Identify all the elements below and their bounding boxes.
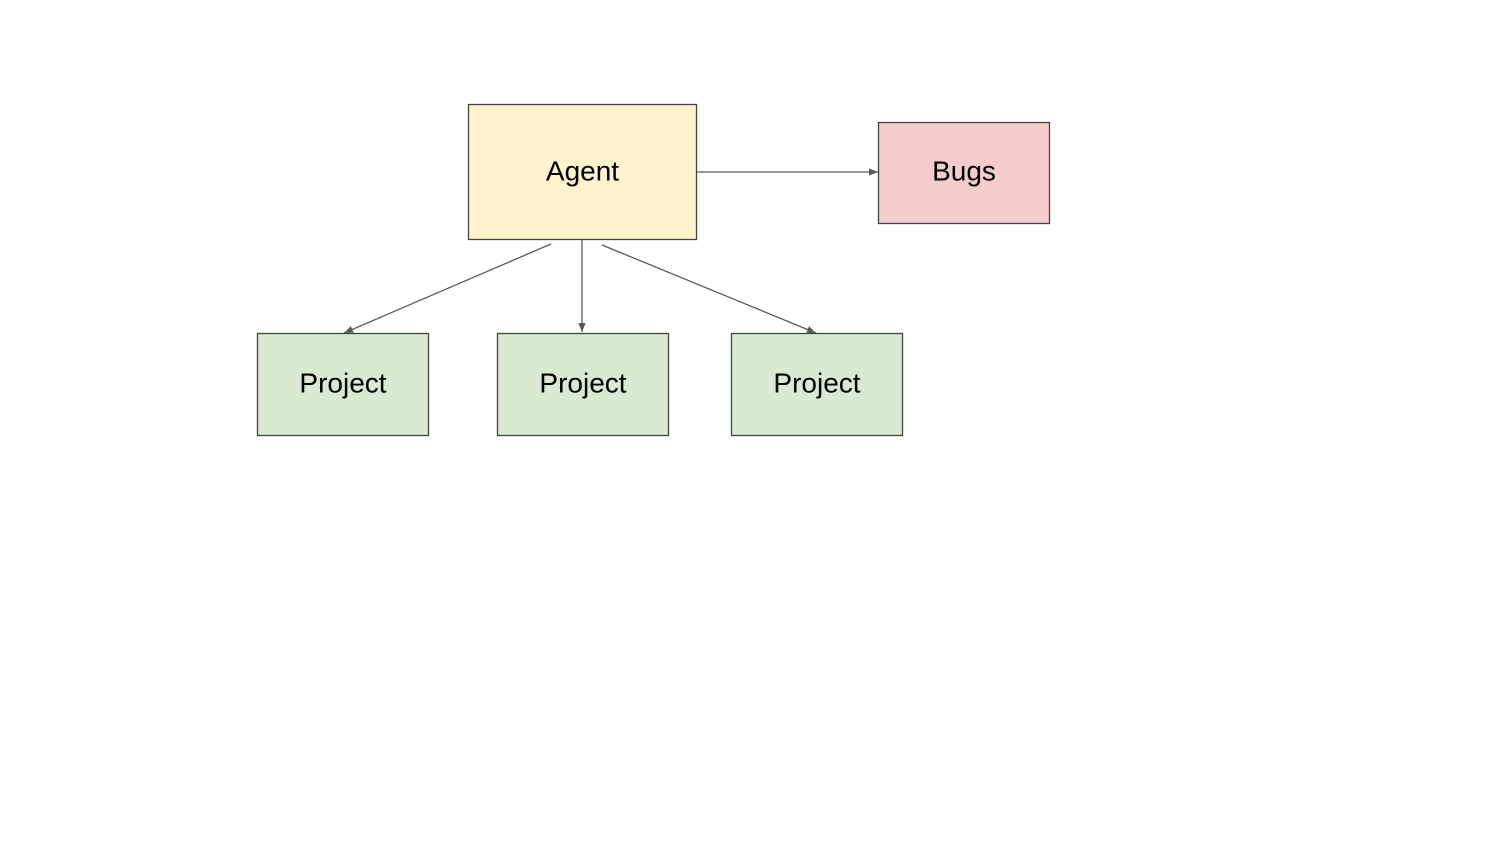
agent-node[interactable]: Agent bbox=[467, 103, 698, 241]
bugs-label: Bugs bbox=[932, 155, 996, 186]
bugs-box bbox=[877, 121, 1051, 225]
project-label-1: Project bbox=[299, 367, 386, 398]
bugs-node[interactable]: Bugs bbox=[877, 121, 1051, 225]
edge-agent-to-project-1 bbox=[343, 243, 552, 334]
project-box-3 bbox=[730, 332, 904, 437]
project-box-1 bbox=[256, 332, 430, 437]
project-node-1[interactable]: Project bbox=[256, 332, 430, 437]
project-label-2: Project bbox=[539, 367, 626, 398]
agent-box bbox=[467, 103, 698, 241]
project-node-2[interactable]: Project bbox=[496, 332, 670, 437]
project-node-3[interactable]: Project bbox=[730, 332, 904, 437]
project-box-2 bbox=[496, 332, 670, 437]
project-label-3: Project bbox=[773, 367, 860, 398]
agent-label: Agent bbox=[546, 155, 619, 186]
edge-agent-to-project-3 bbox=[601, 244, 817, 334]
